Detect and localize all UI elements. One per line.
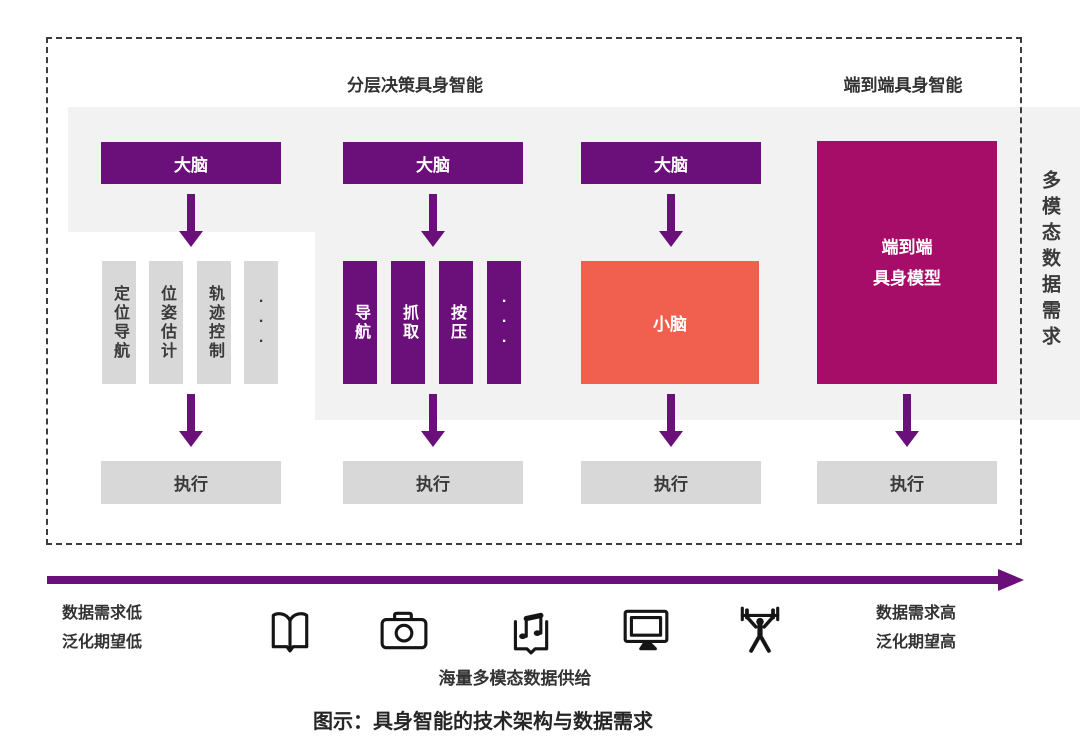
brain-box-1: 大脑 xyxy=(101,142,281,184)
execute-box-1: 执行 xyxy=(101,461,281,504)
monitor-icon xyxy=(620,604,672,656)
module-box-pose-estimation: 位姿估计 xyxy=(149,261,183,384)
model-label-line2: 具身模型 xyxy=(873,268,941,288)
figure-caption: 图示：具身智能的技术架构与数据需求 xyxy=(313,711,653,733)
multimodal-data-demand-label: 多模态数据需求 xyxy=(1039,170,1060,352)
weightlifter-icon xyxy=(734,604,786,656)
down-arrow-icon xyxy=(179,194,203,248)
module-box-ellipsis: ··· xyxy=(244,261,278,384)
module-box-pressing: 按压 xyxy=(439,261,473,384)
axis-right-label: 数据需求高 泛化期望高 xyxy=(876,605,957,651)
down-arrow-icon xyxy=(421,194,445,248)
data-supply-label: 海量多模态数据供给 xyxy=(438,669,592,688)
module-box-grasping: 抓取 xyxy=(391,261,425,384)
module-box-ellipsis: ··· xyxy=(487,261,521,384)
down-arrow-icon xyxy=(421,394,445,448)
down-arrow-icon xyxy=(659,194,683,248)
module-box-localization-nav: 定位导航 xyxy=(102,261,136,384)
module-box-navigation: 导航 xyxy=(343,261,377,384)
module-box-trajectory-control: 轨迹控制 xyxy=(197,261,231,384)
book-icon xyxy=(264,604,316,656)
axis-left-label: 数据需求低 泛化期望低 xyxy=(62,605,143,651)
execute-box-3: 执行 xyxy=(581,461,761,504)
cerebellum-box: 小脑 xyxy=(581,261,759,384)
execute-box-2: 执行 xyxy=(343,461,523,504)
down-arrow-icon xyxy=(659,394,683,448)
data-demand-axis-arrow xyxy=(47,576,999,584)
execute-box-4: 执行 xyxy=(817,461,997,504)
music-doc-icon xyxy=(504,604,556,656)
arrow-head-icon xyxy=(998,569,1024,591)
model-label-line1: 端到端 xyxy=(881,237,933,257)
end-to-end-model-box: 端到端 具身模型 xyxy=(817,141,997,384)
camera-icon xyxy=(378,604,430,656)
dashed-border-frame xyxy=(46,37,1022,545)
brain-box-2: 大脑 xyxy=(343,142,523,184)
end-to-end-group-label: 端到端具身智能 xyxy=(843,76,963,95)
down-arrow-icon xyxy=(179,394,203,448)
hierarchical-group-label: 分层决策具身智能 xyxy=(347,76,483,95)
down-arrow-icon xyxy=(895,394,919,448)
brain-box-3: 大脑 xyxy=(581,142,761,184)
